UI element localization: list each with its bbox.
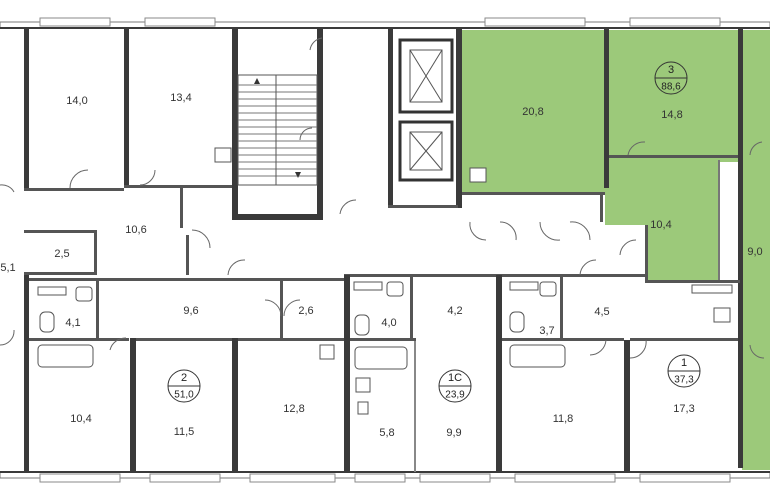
- elevator-shafts: [398, 38, 454, 182]
- apartment-3-marker[interactable]: 3 88,6: [654, 61, 688, 95]
- room-area-10-6: 10,6: [125, 224, 146, 236]
- room-area-14-8: 14,8: [661, 109, 682, 121]
- room-area-9-0: 9,0: [747, 246, 762, 258]
- apartment-area: 37,3: [674, 375, 694, 386]
- apartment-2-marker[interactable]: 2 51,0: [167, 369, 201, 403]
- apartment-number: 3: [668, 64, 674, 76]
- doors: [0, 37, 765, 359]
- bathroom-fixtures: [37, 147, 733, 415]
- room-area-4-5: 4,5: [594, 306, 609, 318]
- room-area-11-8: 11,8: [553, 413, 574, 425]
- room-area-9-6: 9,6: [183, 305, 198, 317]
- room-area-3-7: 3,7: [539, 325, 554, 337]
- walls: [24, 28, 743, 472]
- apartment-1c-marker[interactable]: 1С 23,9: [438, 369, 472, 403]
- room-area-17-3: 17,3: [673, 403, 694, 415]
- apartment-area: 23,9: [445, 390, 465, 401]
- room-area-2-6: 2,6: [298, 305, 313, 317]
- room-area-2-5: 2,5: [54, 248, 69, 260]
- room-area-10-4-green: 10,4: [650, 219, 671, 231]
- room-area-10-4-left: 10,4: [70, 413, 91, 425]
- apartment-number: 1С: [448, 372, 462, 384]
- staircase: [237, 74, 318, 186]
- apartment-3-highlight[interactable]: [462, 30, 770, 470]
- room-labels: 14,0 13,4 10,6 2,5 5,1 9,6 4,1 2,6 10,4 …: [0, 92, 762, 439]
- apartment-number: 1: [681, 357, 687, 369]
- apartment-1-marker[interactable]: 1 37,3: [667, 354, 701, 388]
- room-area-12-8: 12,8: [283, 403, 304, 415]
- room-area-13-4: 13,4: [170, 92, 191, 104]
- room-area-5-8: 5,8: [379, 427, 394, 439]
- room-area-11-5: 11,5: [174, 426, 195, 438]
- apartment-area: 88,6: [661, 82, 681, 93]
- room-area-14-0: 14,0: [66, 95, 87, 107]
- apartment-area: 51,0: [174, 390, 194, 401]
- room-area-9-9: 9,9: [446, 427, 461, 439]
- room-area-4-1: 4,1: [65, 317, 80, 329]
- bottom-windows: [39, 473, 731, 483]
- room-area-4-0: 4,0: [381, 317, 396, 329]
- top-windows: [39, 17, 721, 27]
- room-area-20-8: 20,8: [522, 106, 543, 118]
- room-area-5-1: 5,1: [0, 262, 15, 274]
- apartment-number: 2: [181, 372, 187, 384]
- room-area-4-2: 4,2: [447, 305, 462, 317]
